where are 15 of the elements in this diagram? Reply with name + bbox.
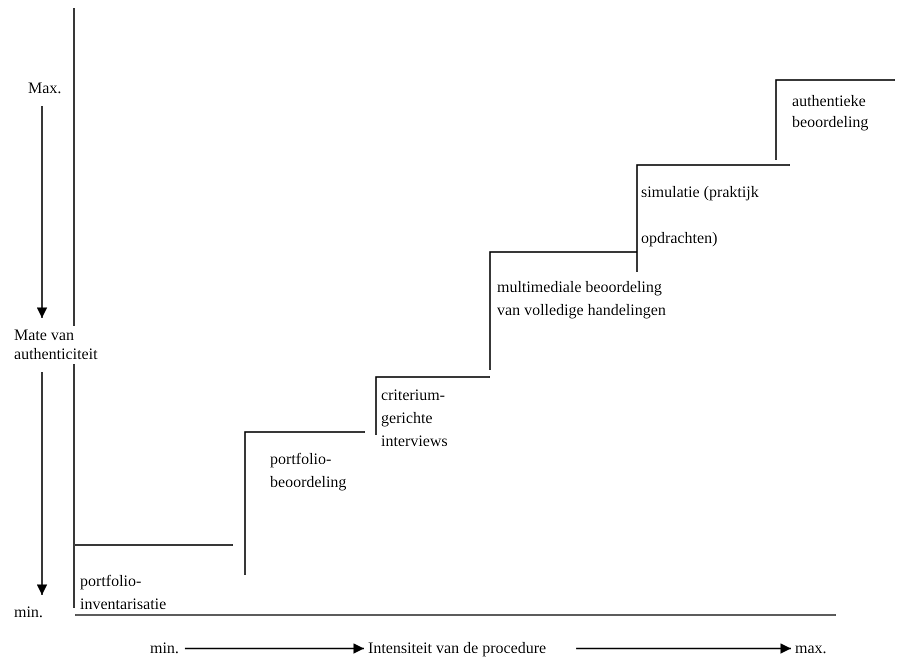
axis-label: max. — [795, 639, 827, 658]
arrow — [36, 372, 48, 595]
axis-label: min. — [14, 603, 43, 622]
step-label: portfolio- inventarisatie — [80, 572, 168, 615]
step-label: multimediale beoordeling van volledige handelingen — [497, 278, 667, 321]
axis-label: Intensiteit van de procedure — [368, 639, 546, 658]
step-label: criterium- gerichte interviews — [381, 386, 449, 452]
axis-label: min. — [150, 639, 179, 658]
step-label: authentieke beoordeling — [792, 92, 870, 133]
arrow — [576, 643, 791, 654]
arrow — [36, 106, 48, 318]
arrow — [184, 643, 364, 654]
step-label: simulatie (praktijk opdrachten) — [641, 183, 760, 249]
step-label: portfolio- beoordeling — [270, 450, 348, 493]
axis-label: Max. — [28, 79, 62, 98]
